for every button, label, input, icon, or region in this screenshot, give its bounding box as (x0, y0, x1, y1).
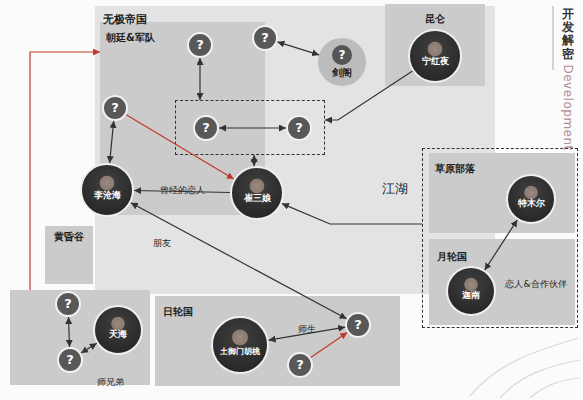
relation-line (131, 203, 347, 319)
region-title: 无极帝国 (103, 13, 147, 26)
relation-line (69, 317, 70, 347)
relation-line (110, 121, 114, 163)
region-title: 黄昏谷 (54, 231, 84, 284)
question-mark: ? (66, 352, 74, 368)
unknown-avatar: ? (252, 25, 278, 51)
character-avatar: 土御门胡桃 (211, 316, 269, 374)
relation-line (485, 220, 518, 270)
character-avatar: 迦南 (446, 266, 496, 316)
edge-label: 曾经的恋人 (160, 185, 205, 195)
region-box: 日轮国土御门胡桃?? (155, 296, 400, 386)
region-tab: 黄昏谷 (45, 226, 93, 284)
relation-line (325, 71, 413, 120)
relation-line (282, 204, 422, 224)
character-avatar: 李沧海 (80, 163, 134, 217)
question-mark: ? (261, 30, 269, 46)
edge-label: 恋人&合作伙伴 (505, 279, 566, 289)
unknown-avatar: ? (193, 115, 219, 141)
relation-line (199, 58, 200, 100)
region-title: 昆仑 (425, 13, 445, 25)
unknown-avatar: ? (286, 115, 312, 141)
character-name: 宁红夜 (422, 56, 449, 67)
section-title-box: 开发解密 (562, 8, 574, 61)
character-name: 天海 (109, 329, 127, 340)
edge-label: 师生 (298, 324, 316, 334)
region-title: 草原部落 (435, 163, 475, 175)
character-name: 崔三娘 (244, 193, 271, 204)
question-mark: ? (354, 317, 362, 333)
watermark: Development (560, 64, 574, 150)
character-avatar: 天海 (93, 305, 143, 355)
edge-label: 师兄弟 (97, 377, 124, 387)
group-box: 草原部落特木尔月轮国迦南 (422, 148, 578, 328)
edge-label: 朋友 (153, 238, 171, 248)
region-title: 朝廷&军队 (106, 32, 155, 44)
edge-label-box: 恋人&合作伙伴 (505, 272, 566, 291)
region-box: 昆仑宁红夜 (385, 4, 485, 86)
character-avatar: 崔三娘 (230, 166, 284, 220)
relation-line (254, 155, 255, 166)
edge-label-box: 师兄弟 (97, 370, 124, 389)
region-title: 月轮国 (437, 251, 467, 263)
character-name: 李沧海 (94, 190, 121, 201)
region-label: 江湖 (382, 181, 408, 197)
unknown-avatar: ? (102, 95, 128, 121)
unknown-avatar: ? (287, 352, 313, 378)
sect-name: 剑阁 (332, 67, 352, 79)
character-avatar: 宁红夜 (408, 29, 462, 83)
question-mark: ? (296, 357, 304, 373)
question-mark: ? (196, 37, 204, 53)
swirl-ornament (470, 338, 580, 398)
sect-avatar: ? 剑阁 (318, 38, 366, 86)
question-mark: ? (295, 120, 303, 136)
region-title: 日轮国 (163, 306, 193, 318)
character-name: 迦南 (462, 290, 480, 301)
relation-line (277, 42, 319, 55)
region-box: 草原部落特木尔 (429, 153, 575, 233)
character-name: 特木尔 (518, 198, 545, 209)
watermark-box: Development (563, 64, 578, 152)
region-box: 黄昏谷?天海? (10, 290, 150, 385)
unknown-avatar: ? (57, 347, 83, 373)
character-name: 土御门胡桃 (220, 347, 260, 357)
relation-line (30, 52, 100, 290)
edge-label-box: 朋友 (153, 231, 171, 250)
unknown-avatar: ? (345, 312, 371, 338)
character-avatar: 特木尔 (506, 174, 556, 224)
separator-line (553, 6, 554, 70)
region-label-box: 江湖 (382, 178, 409, 194)
relation-line (219, 127, 286, 128)
relation-line (311, 332, 348, 357)
unknown-avatar: ? (55, 291, 81, 317)
question-mark: ? (64, 296, 72, 312)
relation-line (126, 115, 234, 179)
section-title: 开发解密 (562, 8, 574, 61)
edge-label-box: 师生 (298, 317, 316, 336)
group-box: ?? (175, 100, 325, 155)
question-mark: ? (332, 45, 352, 65)
relation-line (81, 343, 97, 353)
edge-label-box: 曾经的恋人 (160, 178, 205, 197)
question-mark: ? (202, 120, 210, 136)
unknown-avatar: ? (187, 32, 213, 58)
question-mark: ? (111, 100, 119, 116)
